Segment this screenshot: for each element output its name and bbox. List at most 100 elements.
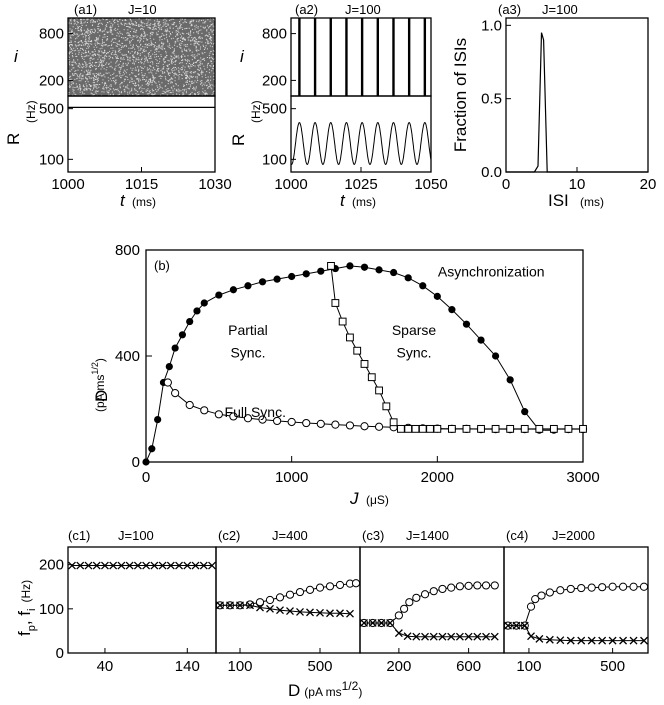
data-point-b-filled-circle (404, 274, 412, 282)
data-point-c1-cross (100, 561, 109, 570)
data-point-c3-open-circle (400, 604, 409, 613)
data-point-c3-open-circle (405, 598, 414, 607)
data-point-b-open-circle (171, 389, 180, 398)
ylabel-c-group: fp, fi(Hz) (15, 580, 38, 636)
xlabel-b: J (349, 489, 359, 508)
data-point-c3-cross (403, 632, 412, 641)
ylabel-c-sub1: p (26, 625, 38, 631)
data-point-b-filled-circle (171, 344, 179, 352)
data-point-b-open-square (418, 424, 427, 433)
data-point-c4-cross (608, 636, 617, 645)
panel-param-c3: J=1400 (406, 528, 449, 543)
xunit-b: (μS) (366, 493, 389, 507)
data-point-b-open-circle (243, 414, 253, 423)
data-point-c4-open-circle (598, 583, 607, 592)
region-label-b: Full Sync. (225, 404, 286, 420)
data-point-b-filled-circle (178, 331, 187, 339)
data-point-b-filled-circle (506, 376, 514, 384)
xtick-label-c1: 40 (97, 658, 114, 675)
ylabel-rate-a1: R (4, 133, 23, 145)
data-point-c2-open-circle (255, 598, 265, 607)
data-point-b-open-circle (374, 422, 384, 431)
yunit-rate-a2: (Hz) (249, 100, 263, 123)
data-point-c2-open-circle (305, 585, 315, 594)
data-point-c3-cross (464, 632, 473, 641)
region-label-b: Sparse (392, 322, 437, 338)
data-point-c3-open-circle (490, 581, 499, 590)
data-point-b-open-square (404, 424, 413, 433)
data-point-b-open-square (389, 418, 398, 427)
data-point-c3-cross (386, 619, 395, 627)
data-point-b-open-square (520, 424, 529, 433)
data-point-b-open-circle (258, 415, 267, 424)
data-point-b-open-circle (273, 416, 282, 426)
data-point-c4-open-circle (639, 582, 649, 591)
series-line-b-filled-circle (145, 265, 554, 463)
ylabel-c-sep: , f (15, 611, 34, 625)
series-line-b-open-square (330, 265, 583, 430)
ylabel-raster-a2: i (240, 47, 245, 66)
ylabel-a3: Fraction of ISIs (451, 38, 470, 152)
data-point-c1-cross (142, 561, 151, 570)
data-point-b-open-square (327, 262, 335, 270)
panel-label-a2: (a2) (295, 2, 318, 17)
data-point-c1-cross (150, 561, 159, 570)
data-point-c4-open-circle (531, 595, 540, 604)
data-point-b-filled-circle (433, 292, 441, 300)
xtick-label-a2: 1000 (274, 176, 307, 193)
xtick-label-b: 0 (142, 469, 150, 486)
data-point-b-open-square (549, 424, 558, 433)
ytick-label-c1: 0 (56, 645, 64, 662)
data-point-c2-cross (296, 607, 304, 616)
data-point-c4-open-circle (556, 586, 565, 595)
data-point-c3-cross (360, 619, 368, 627)
xtick-label-c2: 500 (307, 658, 332, 675)
data-point-c2-open-circle (315, 583, 325, 592)
xtick-label-a1: 1015 (125, 176, 158, 193)
data-point-c4-cross (535, 634, 544, 643)
data-point-c3-open-circle (447, 583, 456, 592)
data-point-c4-open-circle (537, 591, 546, 600)
data-point-c2-open-circle (275, 593, 285, 602)
data-point-c4-open-circle (629, 582, 638, 591)
region-label-b: Partial (228, 322, 268, 338)
panel-label-c3: (c3) (362, 528, 384, 543)
data-point-b-filled-circle (492, 352, 500, 360)
series-b (142, 262, 588, 466)
data-point-c1-cross (125, 561, 134, 570)
data-point-b-open-square (346, 333, 354, 342)
data-point-c4-cross (619, 636, 628, 645)
data-point-c3-cross (394, 629, 403, 638)
data-point-c2-cross (226, 601, 234, 610)
ylabel-c: fp, fi(Hz) (15, 580, 38, 636)
data-point-c3-cross (377, 619, 386, 627)
data-point-b-filled-circle (200, 299, 208, 307)
yunit-b: (pA ms1/2) (90, 358, 107, 412)
panel-param-a2: J=100 (345, 2, 381, 17)
data-point-c1-cross (166, 561, 175, 570)
ytick-label-rate-a1: 500 (39, 101, 64, 118)
ylabel-c-main: f (15, 631, 34, 636)
xtick-label-c3: 600 (456, 658, 481, 675)
data-point-c3-open-circle (481, 581, 491, 590)
panel-param-a1: J=10 (128, 2, 157, 17)
data-point-c2-open-circle (265, 595, 275, 605)
panel-param-c1: J=100 (118, 528, 154, 543)
data-point-b-open-circle (345, 421, 355, 430)
xlabel-a2: t (340, 191, 346, 210)
data-point-c1-cross (208, 561, 216, 570)
data-point-c2-open-circle (285, 590, 295, 599)
data-point-c4-open-circle (545, 588, 554, 597)
yunit-b-sup: 1/2 (90, 362, 100, 375)
xtick-label-c4: 500 (600, 658, 625, 675)
data-point-c1-cross (191, 561, 200, 570)
ylabel-rate-a2: R (229, 134, 248, 146)
data-point-b-open-square (535, 424, 544, 433)
data-point-c2-open-circle (351, 579, 361, 588)
